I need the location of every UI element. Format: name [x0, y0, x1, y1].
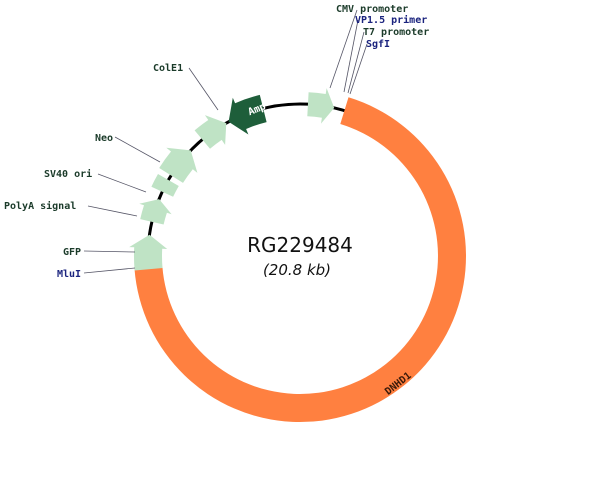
sgfi-site-label: SgfI — [366, 39, 390, 50]
leader-sgfi — [349, 43, 368, 95]
sv40-ori-label: SV40 ori — [44, 168, 92, 180]
plasmid-name: RG229484 — [247, 233, 353, 257]
cole1-label: ColE1 — [153, 63, 183, 74]
leader-gfp — [83, 250, 136, 253]
neo-feature-arrow — [159, 147, 198, 183]
leader-t7 — [347, 31, 365, 94]
leader-sv40 — [97, 173, 147, 193]
leader-vp15 — [343, 19, 359, 93]
gfp-feature-arrow — [129, 234, 168, 271]
cole1-feature-arrow — [194, 115, 227, 149]
sv40-feature-box — [151, 174, 179, 197]
leader-lines — [83, 9, 368, 274]
leader-mlui — [83, 267, 136, 274]
neo-label: Neo — [95, 133, 113, 144]
t7-promoter-label: T7 promoter — [363, 27, 429, 38]
leader-neo — [114, 136, 161, 163]
gfp-label: GFP — [63, 247, 81, 258]
polya-signal-label: PolyA signal — [4, 200, 76, 212]
vp15-primer-label: VP1.5 primer — [355, 14, 427, 26]
plasmid-size: (20.8 kb) — [263, 261, 331, 279]
insert-dnhd1-arc — [134, 97, 466, 423]
polya-feature-arrow — [139, 199, 172, 225]
leader-cmv — [329, 9, 358, 89]
leader-polya — [87, 205, 138, 217]
mlui-site-label: MluI — [57, 269, 81, 280]
cmv-feature-arrow — [307, 88, 335, 124]
amp-feature-arrow — [228, 94, 267, 135]
leader-cole1 — [188, 67, 219, 111]
cmv-promoter-label: CMV promoter — [336, 4, 408, 15]
